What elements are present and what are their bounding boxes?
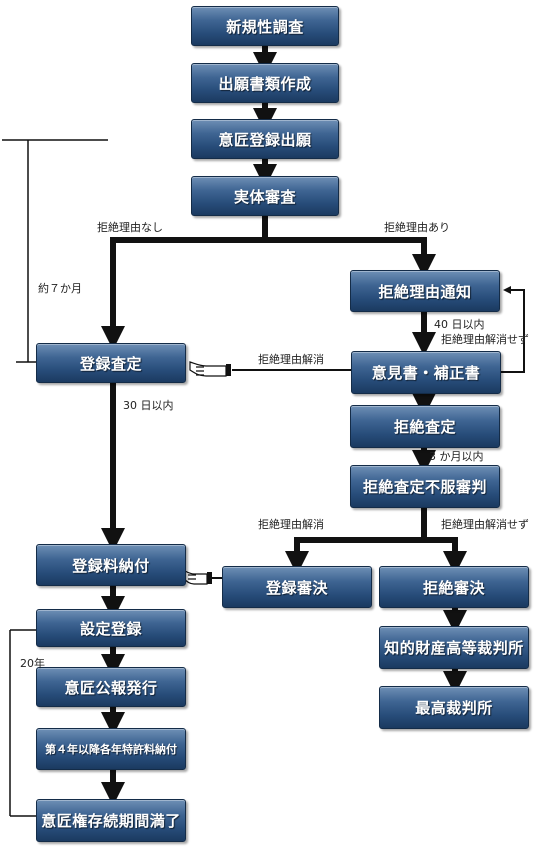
flow-line <box>285 507 427 575</box>
label-within-3-months: 3 か月以内 <box>429 450 484 463</box>
flow-line <box>101 215 268 350</box>
node-establishment-registration: 設定登録 <box>36 609 186 647</box>
node-registration-decision: 登録査定 <box>36 343 186 383</box>
node-annual-fee: 第４年以降各年特許料納付 <box>36 728 186 770</box>
feedback-line <box>501 286 525 373</box>
label-with-reason: 拒絶理由あり <box>384 221 450 234</box>
node-rejection-decision: 拒絶査定 <box>350 405 500 448</box>
node-novelty-search: 新規性調査 <box>191 6 339 46</box>
label-20-years: 20年 <box>20 657 45 670</box>
node-ip-high-court: 知的財産高等裁判所 <box>379 626 529 669</box>
flow-line <box>265 237 436 278</box>
node-appeal: 拒絶査定不服審判 <box>350 465 500 508</box>
node-registration-trial-decision: 登録審決 <box>222 566 372 608</box>
node-design-application: 意匠登録出願 <box>191 119 339 159</box>
label-within-30-days: 30 日以内 <box>123 399 174 412</box>
label-no-reason: 拒絶理由なし <box>97 221 163 234</box>
node-supreme-court: 最高裁判所 <box>379 686 529 729</box>
flow-line <box>424 537 467 575</box>
node-rejection-trial-decision: 拒絶審決 <box>379 566 529 608</box>
label-within-40-days: 40 日以内 <box>434 318 485 331</box>
label-approx-7-months: 約７か月 <box>38 282 82 295</box>
node-registration-fee: 登録料納付 <box>36 544 186 586</box>
pointing-hand-icon <box>189 361 227 377</box>
label-resolved-2: 拒絶理由解消 <box>258 518 324 531</box>
node-design-gazette: 意匠公報発行 <box>36 667 186 707</box>
label-resolved: 拒絶理由解消 <box>258 353 324 366</box>
pointing-hand-icon <box>182 569 208 585</box>
node-substantive-exam: 実体審査 <box>191 176 339 216</box>
label-not-resolved-2: 拒絶理由解消せず <box>441 518 529 531</box>
node-rejection-notice: 拒絶理由通知 <box>350 270 500 312</box>
node-opinion-amendment: 意見書・補正書 <box>351 351 501 394</box>
node-application-docs: 出願書類作成 <box>191 63 339 103</box>
node-term-expiry: 意匠権存続期間満了 <box>36 799 186 842</box>
label-not-resolved: 拒絶理由解消せず <box>441 333 529 346</box>
